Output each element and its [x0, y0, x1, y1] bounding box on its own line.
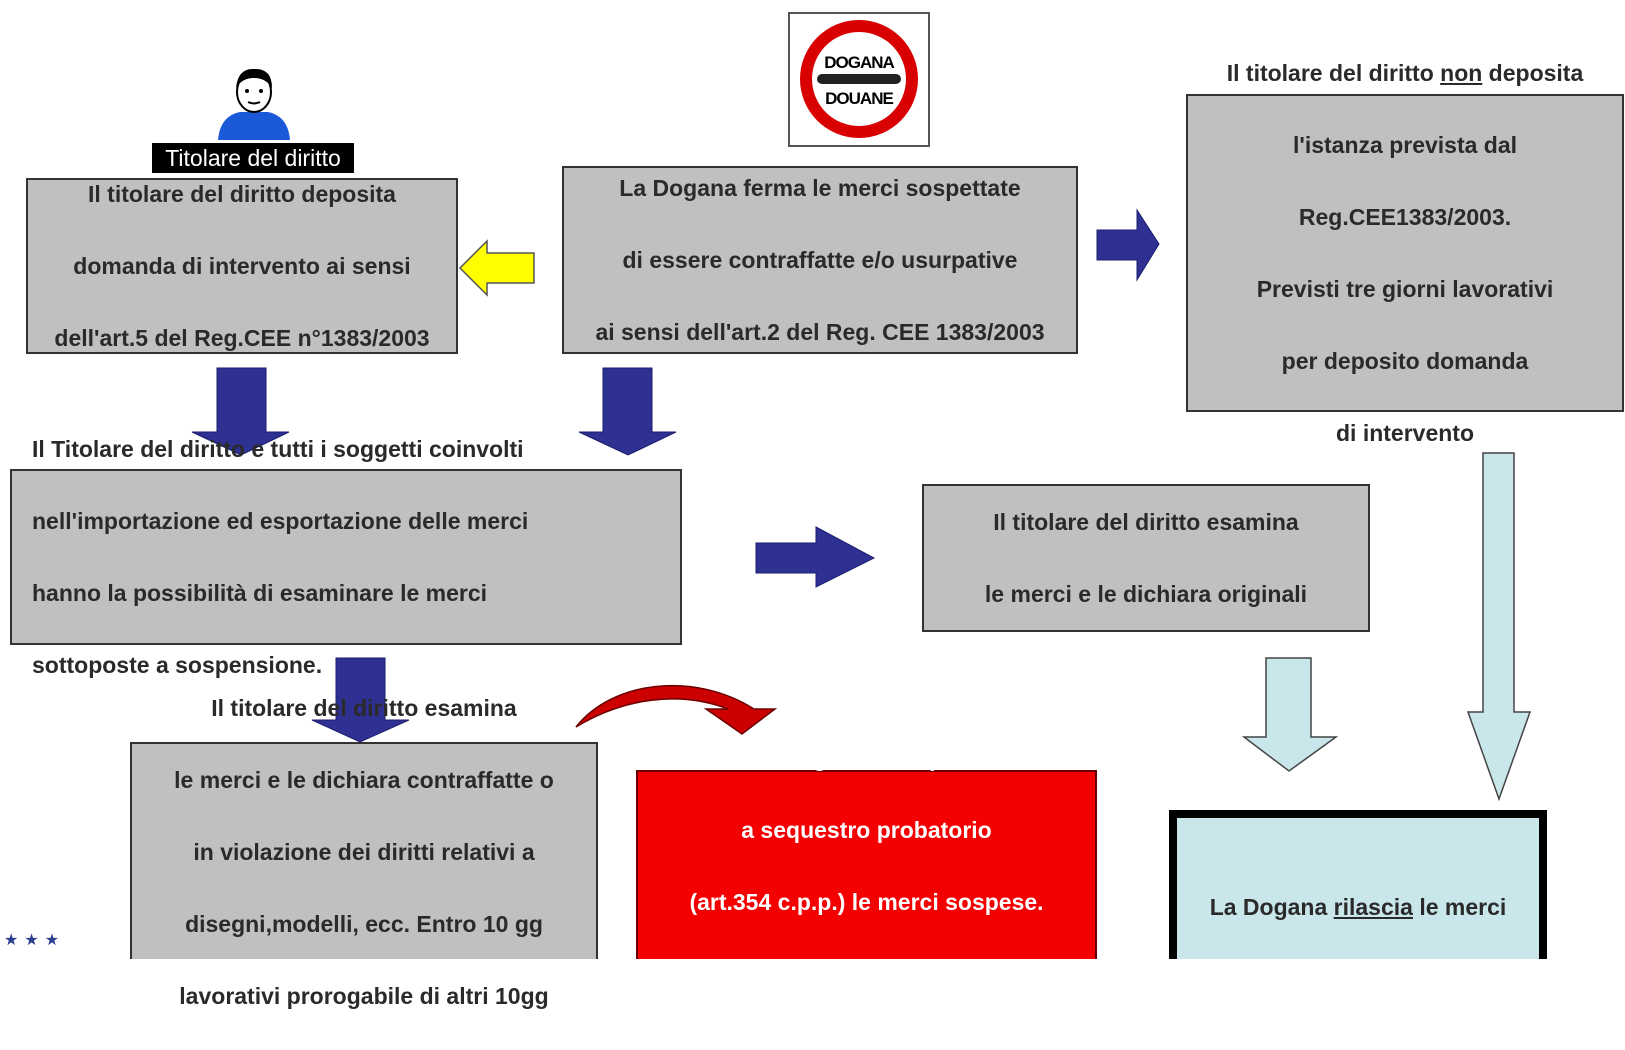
text-line: (art.354 c.p.p.) le merci sospese.: [689, 888, 1044, 915]
person-label: Titolare del diritto: [152, 143, 354, 173]
box-examine-possibility: Il Titolare del diritto e tutti i sogget…: [10, 436, 682, 678]
text-line: in violazione dei diritti relativi a: [193, 838, 535, 865]
blue-down-arrow-bottom: [311, 657, 410, 743]
sign-text-bottom: DOUANE: [825, 89, 893, 108]
yellow-left-arrow: [458, 239, 535, 297]
text-line: La Dogana sottopone: [748, 744, 985, 771]
blue-down-arrow-center: [578, 367, 677, 456]
red-curved-arrow: [575, 684, 778, 735]
text-fragment: deposita: [1482, 60, 1584, 86]
text-line: per deposito domanda: [1281, 348, 1529, 374]
underlined-word: non: [1440, 60, 1483, 86]
text-line: l'istanza prevista dal: [1292, 132, 1518, 158]
text-line: di intervento: [1335, 420, 1474, 446]
box-deposit-request: Il titolare del diritto deposita domanda…: [26, 178, 458, 354]
text-line: le merci e le dichiara contraffatte o: [174, 766, 554, 793]
underlined-word: rilascia: [1333, 893, 1413, 920]
blue-right-arrow-top: [1096, 208, 1160, 282]
text-line: le merci e le dichiara originali: [984, 581, 1308, 607]
text-line: disegni,modelli, ecc. Entro 10 gg: [185, 910, 543, 937]
text-line: dell'art.5 del Reg.CEE n°1383/2003: [54, 325, 430, 351]
box-no-deposit: Il titolare del diritto non deposita l'i…: [1186, 60, 1624, 446]
text-fragment: Il titolare del diritto: [1226, 60, 1441, 86]
box-release: La Dogana rilascia le merci: [1169, 810, 1547, 959]
text-line: sottoposte a sospensione.: [32, 652, 323, 678]
text-line: La Dogana ferma le merci sospettate: [619, 175, 1021, 201]
text-line: Il Titolare del diritto e tutti i sogget…: [32, 436, 524, 462]
blue-down-arrow-left: [191, 367, 290, 456]
text-line: a sequestro probatorio: [741, 816, 992, 843]
text-fragment: le merci: [1412, 893, 1507, 920]
text-line: hanno la possibilità di esaminare le mer…: [32, 580, 488, 606]
text-fragment: La Dogana: [1209, 893, 1334, 920]
blue-right-arrow-middle: [755, 526, 876, 588]
text-line: nell'importazione ed esportazione delle …: [32, 508, 529, 534]
text-line: Il titolare del diritto deposita: [88, 181, 396, 207]
text-line: Reg.CEE1383/2003.: [1298, 204, 1512, 230]
box-counterfeit-goods: Il titolare del diritto esamina le merci…: [130, 695, 598, 1009]
text-line: Il titolare del diritto esamina: [211, 694, 517, 721]
person-icon: [218, 68, 290, 140]
box-original-goods: Il titolare del diritto esamina le merci…: [922, 484, 1370, 632]
arrows-layer: [191, 208, 1532, 802]
box-customs-stop: La Dogana ferma le merci sospettate di e…: [562, 166, 1078, 354]
text-line: Previsti tre giorni lavorativi: [1256, 276, 1554, 302]
cyan-down-arrow-right: [1466, 452, 1532, 802]
text-line: di essere contraffatte e/o usurpative: [622, 247, 1018, 273]
text-line: Notizia di reato all'A.G.: [741, 960, 992, 987]
cyan-down-arrow-middle: [1241, 657, 1339, 772]
text-line: domanda di intervento ai sensi: [73, 253, 411, 279]
text-line: Il titolare del diritto esamina: [993, 509, 1299, 535]
customs-sign-icon: DOGANA DOUANE: [800, 20, 918, 138]
sign-text-top: DOGANA: [824, 53, 894, 72]
box-seizure: La Dogana sottopone a sequestro probator…: [636, 745, 1097, 987]
eu-stars-icon: ★★★: [4, 932, 66, 949]
text-line: ai sensi dell'art.2 del Reg. CEE 1383/20…: [595, 319, 1045, 345]
text-line: Il titolare del diritto non deposita: [1227, 55, 1584, 91]
customs-sign: DOGANA DOUANE: [788, 12, 930, 147]
text-line: lavorativi prorogabile di altri 10gg: [179, 982, 549, 1009]
